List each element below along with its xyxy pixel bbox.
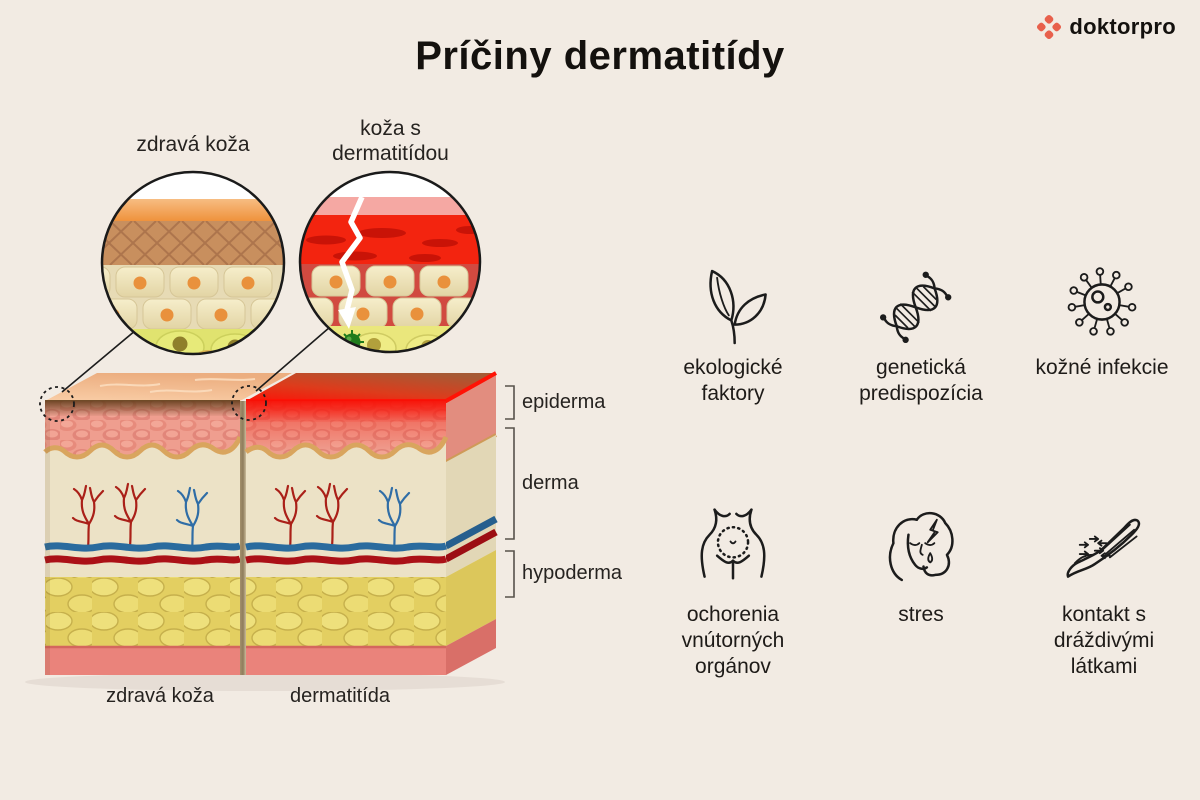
cause-ecological-factors: ekologické faktory	[633, 256, 833, 407]
dermatitis-block-label: dermatitída	[289, 685, 391, 707]
cause-irritant-contact: kontakt s dráždivými látkami	[1004, 503, 1200, 680]
cause-skin-infections: kožné infekcie	[1002, 256, 1200, 381]
cause-internal-organ-diseases: ochorenia vnútorných orgánov	[633, 503, 833, 680]
cause-stress: stres	[821, 503, 1021, 628]
healthy-skin-zoom-circle	[102, 172, 284, 354]
page-title: Príčiny dermatitídy	[415, 34, 785, 78]
abdomen-icon	[700, 508, 766, 580]
layer-label-hypoderma: hypoderma	[522, 562, 623, 584]
doktorpro-logo-icon	[1037, 14, 1062, 40]
dermatitis-sample-spot	[231, 385, 267, 421]
cause-genetic-predisposition: genetická predispozícia	[821, 256, 1021, 407]
doktorpro-logo-text: doktorpro	[1069, 14, 1176, 39]
layer-label-derma: derma	[522, 472, 579, 494]
healthy-zoom-label: zdravá koža	[136, 133, 250, 156]
skin-block	[43, 371, 498, 675]
germ-icon	[340, 330, 364, 352]
leaf-icon	[709, 269, 767, 345]
stressed-face-icon	[888, 511, 954, 582]
virus-icon	[1067, 267, 1137, 336]
healthy-sample-spot	[39, 386, 75, 422]
crack-arrow	[339, 195, 365, 311]
dermatitis-skin-zoom-circle	[300, 172, 480, 352]
dna-icon	[879, 271, 952, 344]
layer-label-epiderma: epiderma	[522, 391, 606, 413]
dermatitis-zoom-label: koža s dermatitídou	[332, 117, 449, 165]
doktorpro-logo: doktorpro	[1036, 14, 1176, 40]
healthy-block-label: zdravá koža	[106, 685, 214, 707]
layer-brackets	[505, 385, 515, 598]
hand-icon	[1066, 518, 1141, 578]
